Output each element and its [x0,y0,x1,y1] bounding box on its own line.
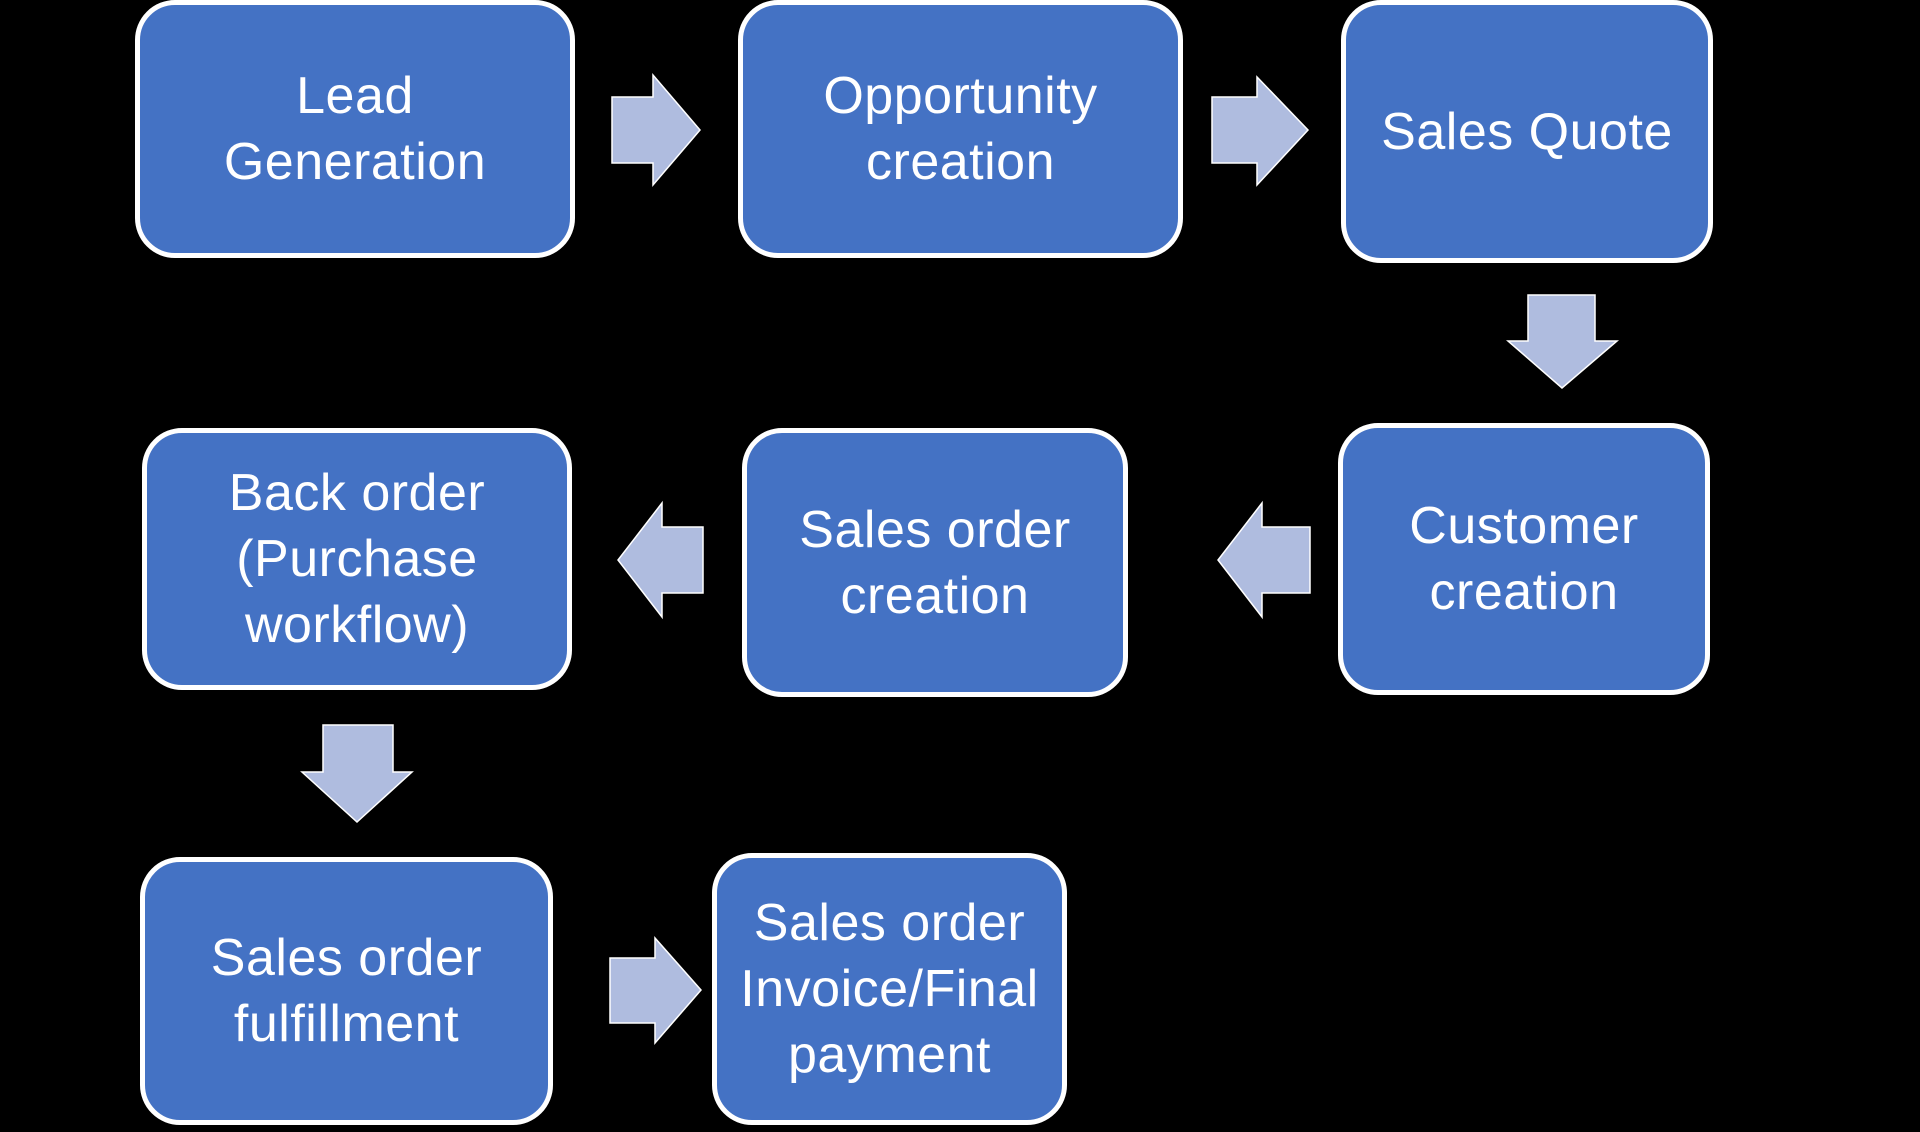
down-arrow-icon-backorder-to-fulfillment [300,724,414,824]
node-lead-generation: Lead Generation [135,0,575,258]
down-arrow-icon-quote-to-customer [1505,294,1620,389]
node-label: Sales Quote [1381,102,1673,161]
node-back-order-purchase-workflow: Back order (Purchase workflow) [142,428,572,690]
right-arrow-icon-lead-to-opportunity [611,72,701,188]
right-arrow-icon-fulfillment-to-invoice [609,936,702,1046]
left-arrow-icon-salesorder-to-backorder [617,500,704,620]
node-label: Back order (Purchase workflow) [228,464,486,654]
node-label: Opportunity creation [823,67,1098,191]
node-sales-order-fulfillment: Sales order fulfillment [140,857,553,1125]
node-label: Customer creation [1409,497,1639,621]
node-opportunity-creation: Opportunity creation [738,0,1183,258]
node-sales-order-creation: Sales order creation [742,428,1128,697]
node-label: Lead Generation [223,67,487,191]
node-sales-quote: Sales Quote [1341,0,1713,263]
left-arrow-icon-customer-to-salesorder [1217,500,1311,620]
node-label: Sales order fulfillment [210,929,483,1053]
node-sales-order-invoice-final-payment: Sales order Invoice/Final payment [712,853,1067,1125]
node-label: Sales order Invoice/Final payment [740,894,1039,1084]
node-customer-creation: Customer creation [1338,423,1710,695]
right-arrow-icon-opportunity-to-quote [1211,75,1310,187]
node-label: Sales order creation [799,500,1071,625]
